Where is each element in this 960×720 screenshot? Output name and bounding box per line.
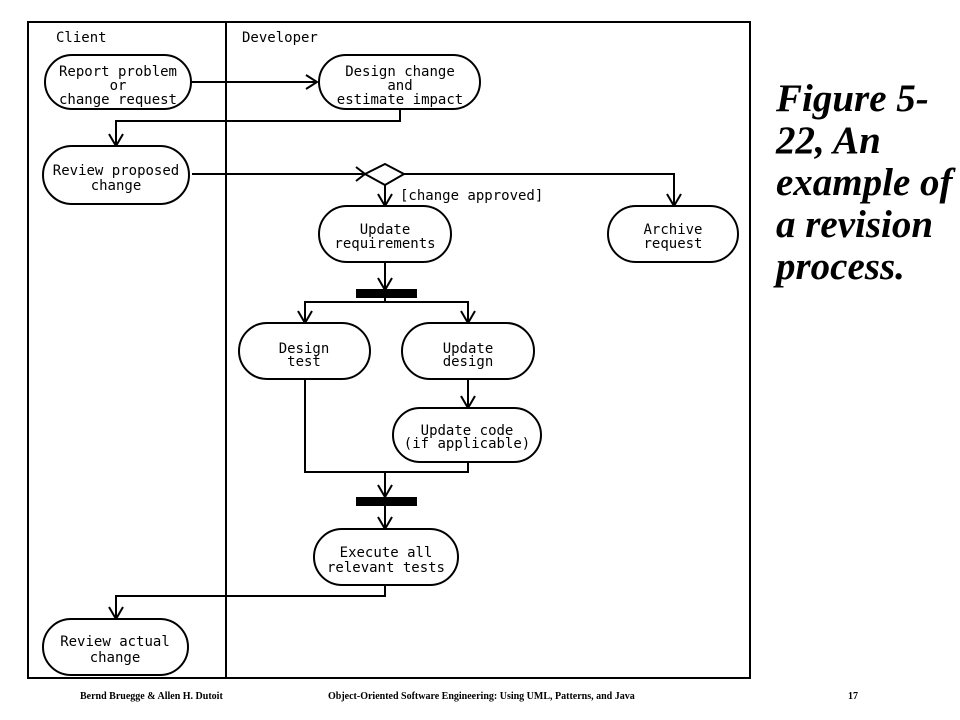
edge-fork-to-design-test [304, 297, 386, 322]
svg-text:relevant tests: relevant tests [327, 560, 445, 576]
lane-title-developer: Developer [242, 30, 318, 46]
edge-fork-to-update-design [385, 301, 469, 322]
svg-text:or: or [110, 78, 127, 94]
lane-title-client: Client [56, 30, 107, 46]
activity-update-design: Update design [401, 322, 535, 380]
svg-text:Update: Update [360, 222, 411, 238]
footer-book-title: Object-Oriented Software Engineering: Us… [328, 691, 635, 702]
svg-text:Update: Update [443, 341, 494, 357]
activity-update-code: Update code (if applicable) [392, 407, 542, 463]
svg-text:request: request [643, 236, 702, 252]
svg-text:Execute all: Execute all [340, 545, 433, 561]
footer-authors: Bernd Bruegge & Allen H. Dutoit [80, 691, 223, 702]
activity-execute-tests: Execute all relevant tests [313, 528, 459, 586]
svg-text:requirements: requirements [334, 236, 435, 252]
svg-text:Report problem: Report problem [59, 64, 177, 80]
svg-text:change: change [91, 178, 142, 194]
svg-text:(if applicable): (if applicable) [404, 436, 530, 452]
svg-text:estimate impact: estimate impact [337, 92, 463, 108]
svg-text:Review actual: Review actual [60, 634, 170, 650]
svg-text:design: design [443, 354, 494, 370]
edge-decision-to-archive [404, 173, 675, 205]
activity-archive-request: Archive request [607, 205, 739, 263]
activity-review-proposed-change: Review proposed change [42, 145, 190, 205]
join-bar [356, 497, 417, 506]
edges [115, 81, 675, 618]
fork-bar [356, 289, 417, 298]
svg-text:Review proposed: Review proposed [53, 163, 179, 179]
activity-update-requirements: Update requirements [318, 205, 452, 263]
svg-text:and: and [387, 78, 412, 94]
svg-text:test: test [287, 354, 321, 370]
decision-diamond [362, 162, 407, 187]
guard-label: [change approved] [400, 188, 543, 204]
svg-text:change request: change request [59, 92, 177, 108]
arrowhead-icon [305, 74, 319, 90]
edge-code-and-test-to-join [304, 380, 469, 473]
svg-text:Update code: Update code [421, 423, 514, 439]
activity-design-test: Design test [238, 322, 371, 380]
svg-text:change: change [90, 650, 141, 666]
svg-text:Design: Design [279, 341, 330, 357]
figure-caption: Figure 5-22, An example of a revision pr… [776, 77, 953, 288]
edge-execute-tests-to-review-actual [115, 586, 386, 618]
edge-design-change-to-review-proposed [115, 110, 401, 145]
activity-review-actual-change: Review actual change [42, 618, 189, 676]
svg-text:Archive: Archive [643, 222, 702, 238]
svg-text:Design change: Design change [345, 64, 455, 80]
swimlane-frame [27, 21, 751, 679]
footer-page-number: 17 [848, 691, 858, 702]
activity-design-change: Design change and estimate impact [318, 54, 481, 110]
activity-report-problem: Report problem or change request [44, 54, 192, 110]
